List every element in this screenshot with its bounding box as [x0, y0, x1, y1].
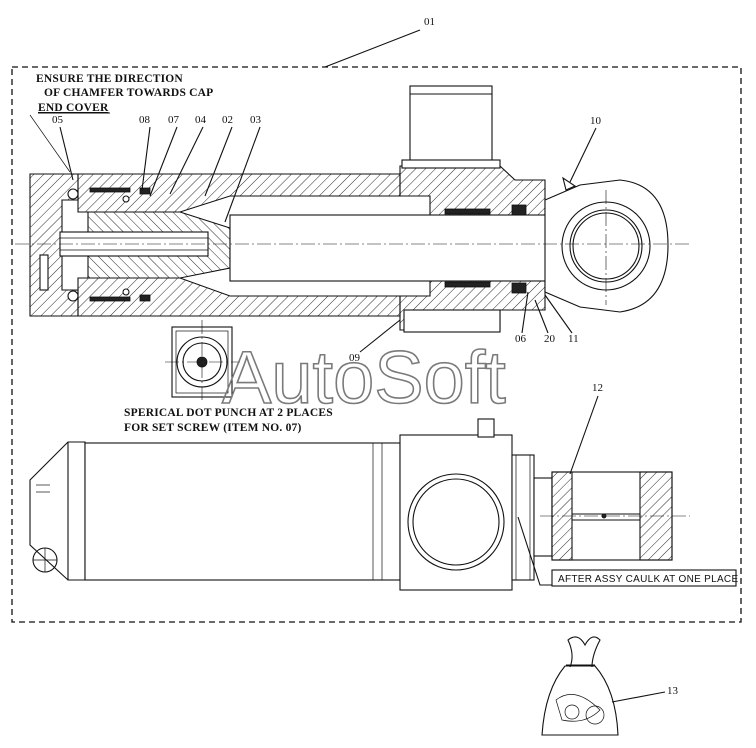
callout-10: 10 [590, 115, 602, 127]
callout-07: 07 [168, 114, 180, 126]
caulk-note-box [551, 569, 737, 587]
chamfer-note-line1: ENSURE THE DIRECTION [36, 73, 183, 85]
callout-04: 04 [195, 114, 207, 126]
callout-20: 20 [544, 333, 556, 345]
parts-bag-icon [541, 636, 619, 736]
callout-12: 12 [592, 382, 603, 394]
exterior-view [29, 418, 690, 591]
callout-03: 03 [250, 114, 262, 126]
section-view [15, 85, 690, 333]
chamfer-note-line2: OF CHAMFER TOWARDS CAP [44, 87, 213, 99]
callout-08: 08 [139, 114, 151, 126]
callout-06: 06 [515, 333, 527, 345]
punch-note-line2: FOR SET SCREW (ITEM NO. 07) [124, 422, 302, 434]
caulk-note: AFTER ASSY CAULK AT ONE PLACE [558, 574, 738, 585]
callout-02: 02 [222, 114, 233, 126]
leader-lines [29, 29, 666, 703]
callout-11: 11 [568, 333, 579, 345]
callout-05: 05 [52, 114, 64, 126]
callout-09: 09 [349, 352, 361, 364]
punch-note-line1: SPERICAL DOT PUNCH AT 2 PLACES [124, 407, 333, 419]
callout-01: 01 [424, 16, 435, 28]
end-view [165, 320, 240, 402]
callout-13: 13 [667, 685, 679, 697]
watermark: AutoSoft [222, 336, 506, 419]
assembly-boundary [11, 66, 742, 623]
chamfer-note-line3: END COVER [38, 102, 109, 114]
